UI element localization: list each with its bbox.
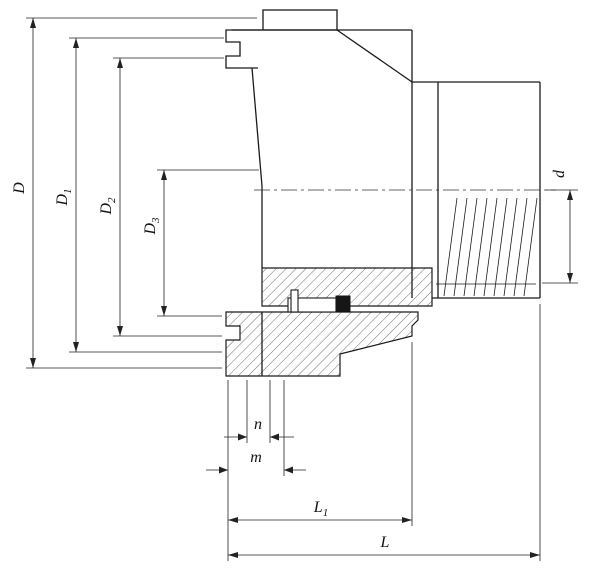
dim-label-n: n bbox=[254, 416, 262, 433]
thread-lines bbox=[436, 197, 538, 297]
seal-ring bbox=[335, 295, 351, 313]
dim-label-D2: D2 bbox=[98, 197, 118, 216]
part-section bbox=[225, 267, 433, 377]
dimension-n: n bbox=[224, 380, 294, 443]
dimension-m: m bbox=[206, 380, 306, 476]
dim-label-d: d bbox=[551, 169, 568, 178]
cone-edge-left bbox=[251, 67, 263, 187]
dimension-d: d bbox=[542, 169, 578, 284]
coupling-lug bbox=[262, 9, 338, 31]
dim-label-L1: L1 bbox=[313, 499, 328, 519]
cone-edge-right bbox=[336, 29, 413, 83]
flange-section bbox=[225, 311, 419, 377]
dim-label-L: L bbox=[380, 534, 390, 551]
dimension-D: D bbox=[11, 17, 257, 369]
lock-pin bbox=[290, 289, 299, 313]
part-upper-view bbox=[225, 9, 541, 299]
dimension-D1: D1 bbox=[54, 37, 224, 353]
dimension-L1: L1 bbox=[228, 342, 413, 526]
claw-top bbox=[225, 29, 262, 69]
dimension-L: L bbox=[227, 304, 541, 561]
dim-label-D: D bbox=[11, 182, 28, 195]
dim-label-D3: D3 bbox=[142, 217, 162, 236]
dimension-D2: D2 bbox=[98, 57, 224, 337]
dim-label-D1: D1 bbox=[54, 188, 74, 206]
dim-label-m: m bbox=[250, 449, 262, 466]
nut-wall-section bbox=[261, 267, 433, 307]
dimension-D3: D3 bbox=[142, 169, 259, 317]
